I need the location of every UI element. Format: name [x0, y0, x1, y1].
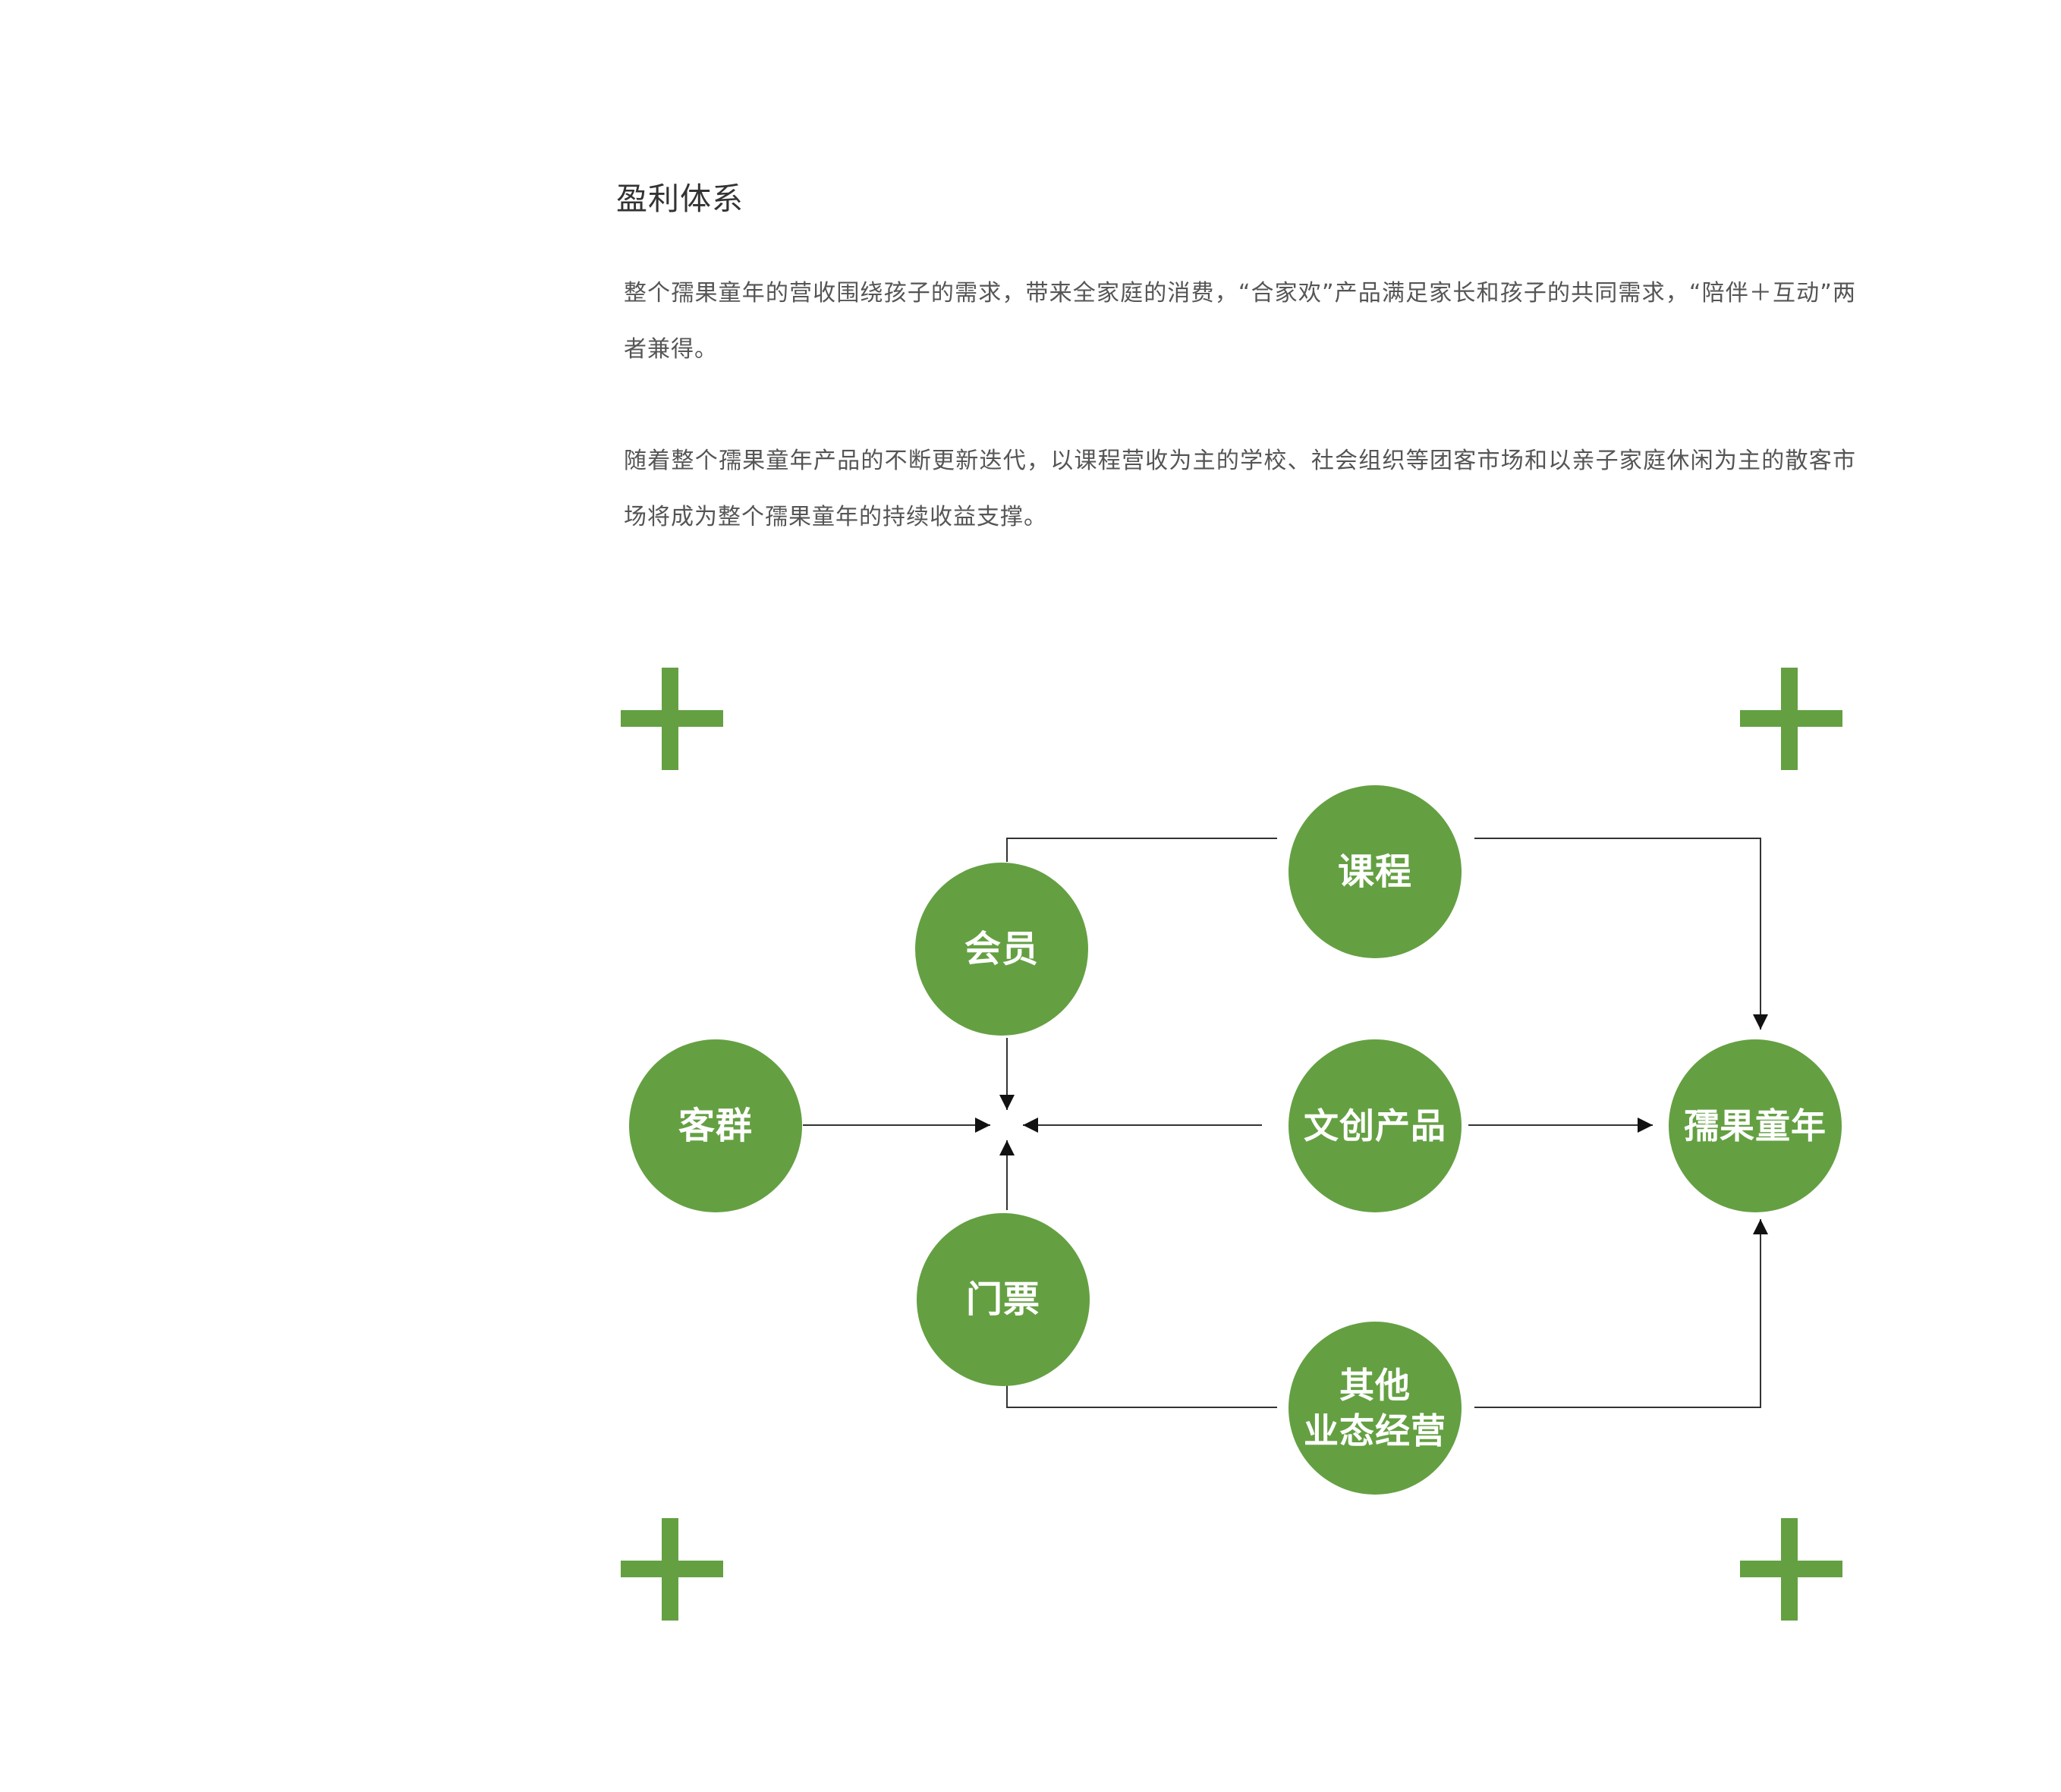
plus-icon: [621, 668, 723, 770]
intro-paragraph-1: 整个孺果童年的营收围绕孩子的需求，带来全家庭的消费，“合家欢”产品满足家长和孩子…: [624, 280, 1856, 363]
node-menpiao: 门票: [917, 1213, 1090, 1386]
node-kecheng: 课程: [1289, 785, 1462, 958]
intro-paragraph-2: 随着整个孺果童年产品的不断更新迭代，以课程营收为主的学校、社会组织等团客市场和以…: [624, 448, 1856, 530]
node-wenchuang: 文创产品: [1289, 1039, 1462, 1212]
plus-icon: [1740, 668, 1842, 770]
node-qita: 其他 业态经营: [1289, 1322, 1462, 1495]
node-kequn: 客群: [629, 1039, 802, 1212]
plus-icon: [621, 1518, 723, 1621]
node-huiyuan: 会员: [915, 863, 1088, 1036]
plus-icon: [1740, 1518, 1842, 1621]
edge-qita-ruguo: [1474, 1219, 1768, 1408]
node-ruguo: 孺果童年: [1669, 1039, 1842, 1212]
edge-huiyuan-kecheng: [1006, 838, 1277, 862]
edge-menpiao-qita: [1006, 1385, 1277, 1408]
section-title: 盈利体系: [616, 181, 744, 217]
edge-kecheng-ruguo: [1474, 838, 1768, 1030]
